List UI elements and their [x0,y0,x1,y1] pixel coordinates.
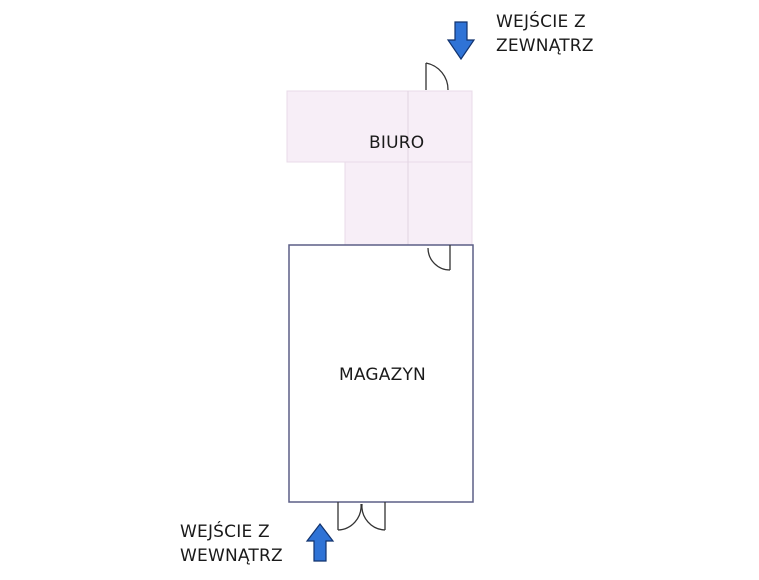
door-inside-double [337,502,386,531]
outside-entrance-label: WEJŚCIE Z ZEWNĄTRZ [496,10,594,58]
inside-entrance-label: WEJŚCIE Z WEWNĄTRZ [180,520,283,568]
door-office-warehouse [427,245,451,271]
inside-entrance-line-1: WEJŚCIE Z [180,522,270,542]
arrow-down-icon [446,21,476,61]
arrow-up-icon [305,523,335,562]
outside-entrance-line-1: WEJŚCIE Z [496,12,586,32]
office-label: BIURO [369,133,425,153]
inside-entrance-line-2: WEWNĄTRZ [180,546,283,566]
warehouse-label: MAGAZYN [339,365,426,385]
outside-entrance-line-2: ZEWNĄTRZ [496,36,594,56]
door-outside [425,62,449,91]
warehouse-room [288,244,474,503]
office-room-top [286,90,473,163]
